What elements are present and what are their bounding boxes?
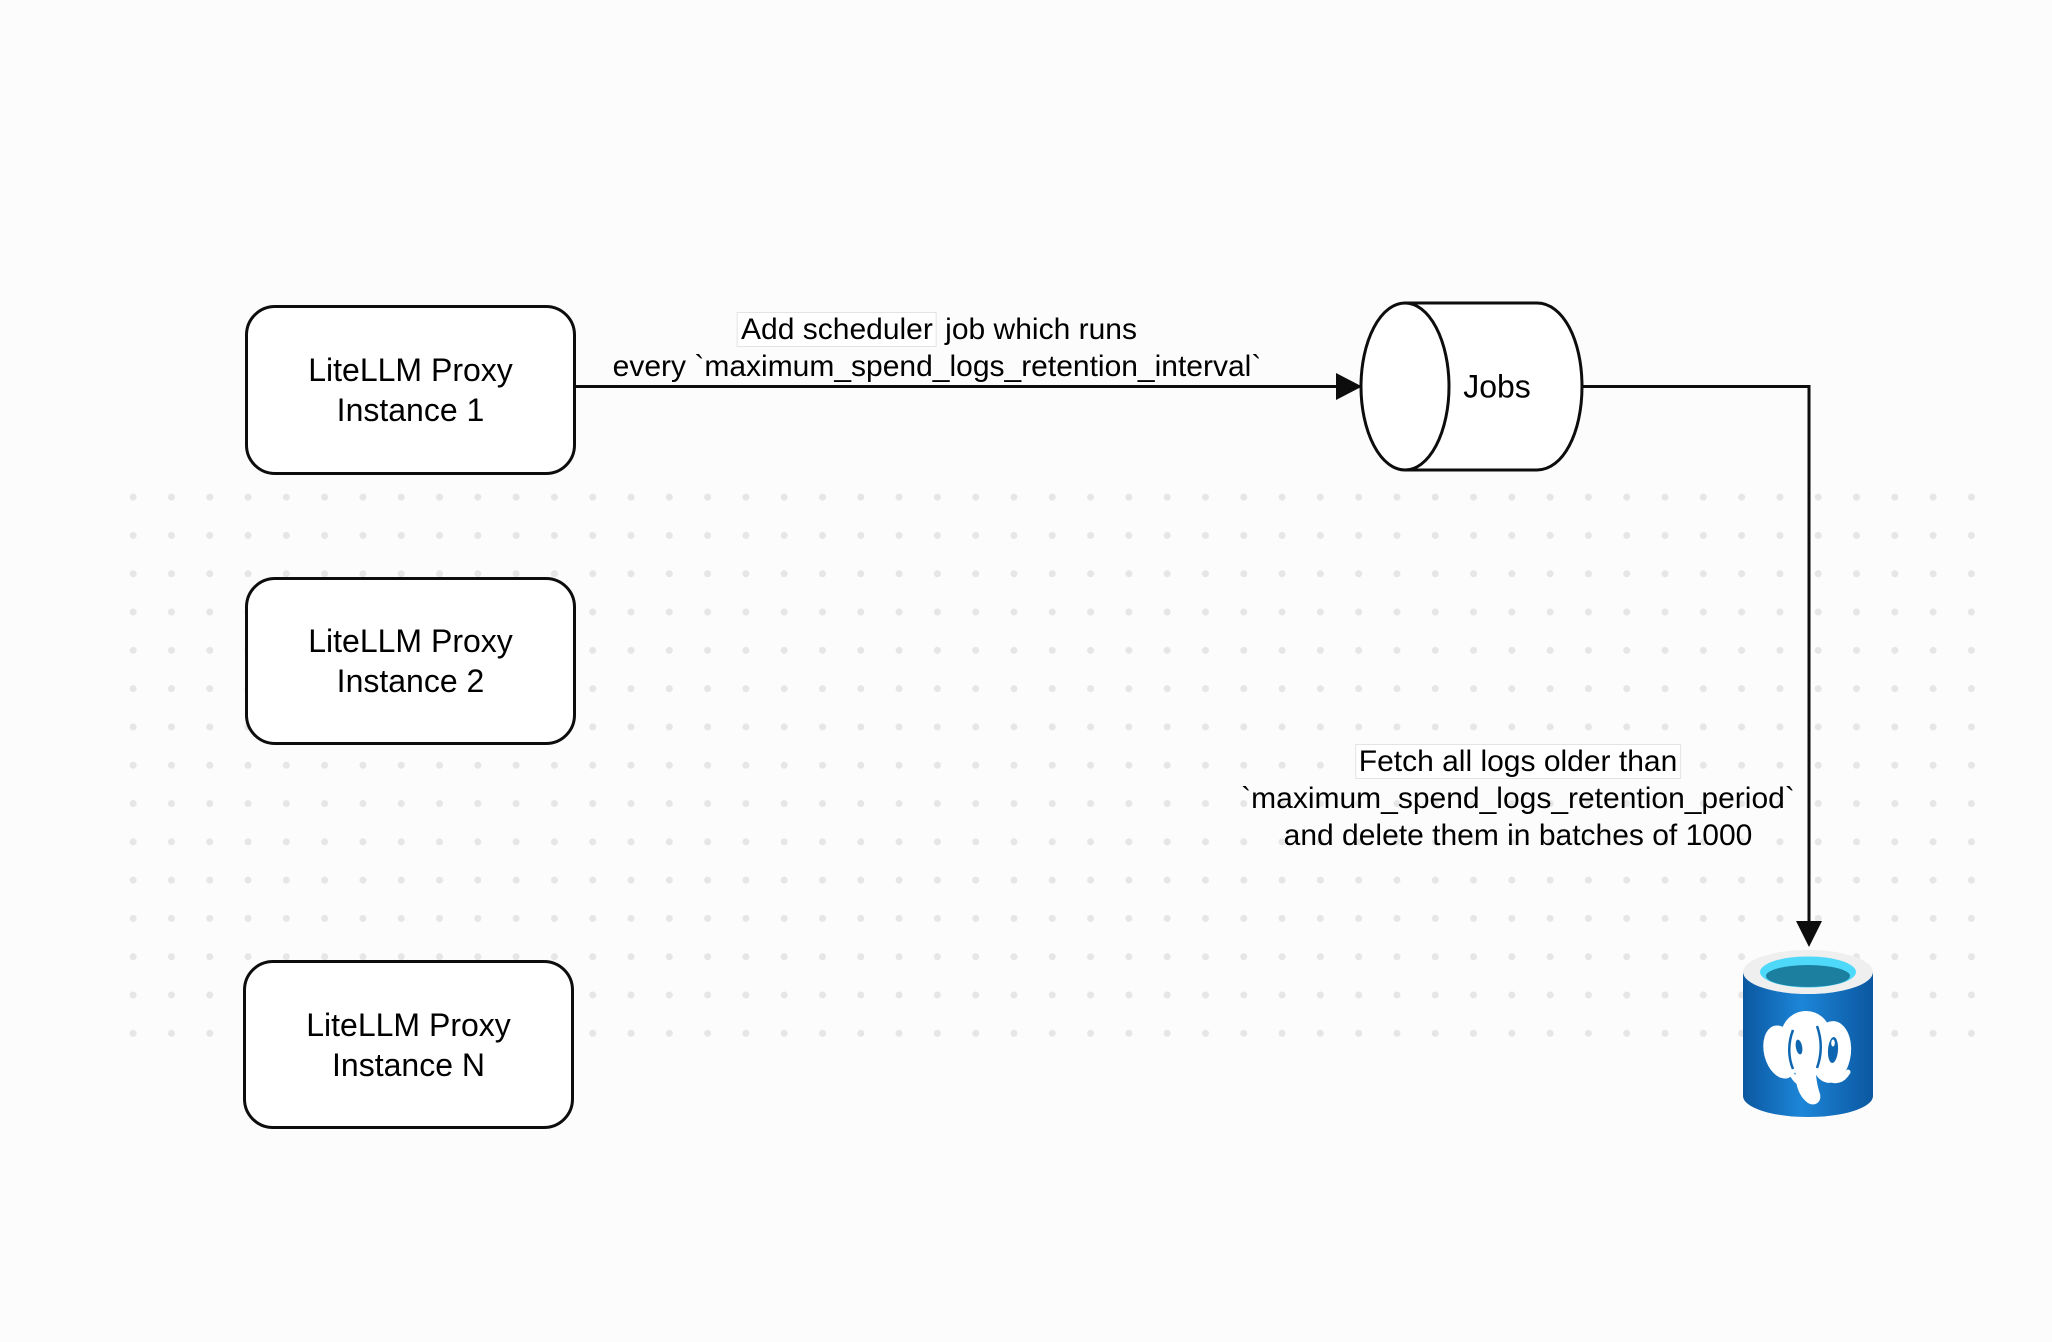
edge-label-schedule: Add scheduler job which runs every `maxi… <box>612 311 1262 385</box>
pg-barrel-liquid <box>1766 965 1850 987</box>
node-label-line2: Instance N <box>332 1046 485 1083</box>
node-litellm-proxy-instance-1: LiteLLM Proxy Instance 1 <box>245 305 576 475</box>
node-label-line1: LiteLLM Proxy <box>308 352 513 388</box>
postgresql-database-icon <box>1743 950 1873 1117</box>
edge-label-cleanup-line1: Fetch all logs older than <box>1241 743 1795 780</box>
arrowhead-right-icon <box>1336 373 1362 400</box>
edge-label-schedule-line2: every `maximum_spend_logs_retention_inte… <box>612 350 1262 383</box>
node-label-line1: LiteLLM Proxy <box>308 623 513 659</box>
edge-label-schedule-line1: Add scheduler job which runs <box>613 311 1262 348</box>
node-label-line2: Instance 2 <box>336 663 485 699</box>
arrowhead-down-icon <box>1796 921 1822 947</box>
edge-label-highlight: Add scheduler <box>737 312 937 347</box>
node-jobs-label: Jobs <box>1463 368 1531 405</box>
jobs-cylinder-cap <box>1359 301 1451 472</box>
edge-label-cleanup-line3: and delete them in batches of 1000 <box>1283 819 1753 852</box>
edge-label-highlight: Fetch all logs older than <box>1354 744 1682 779</box>
edge-label-cleanup-line2: `maximum_spend_logs_retention_period` <box>1241 782 1795 815</box>
node-label-line2: Instance 1 <box>336 392 485 428</box>
node-litellm-proxy-instance-n: LiteLLM Proxy Instance N <box>243 960 574 1129</box>
edge-label-cleanup: Fetch all logs older than `maximum_spend… <box>1241 743 1795 854</box>
pg-elephant-icon <box>1763 1011 1852 1105</box>
edge-cleanup-line <box>1582 385 1811 922</box>
node-label-line1: LiteLLM Proxy <box>306 1006 511 1043</box>
node-litellm-proxy-instance-2: LiteLLM Proxy Instance 2 <box>245 577 576 745</box>
